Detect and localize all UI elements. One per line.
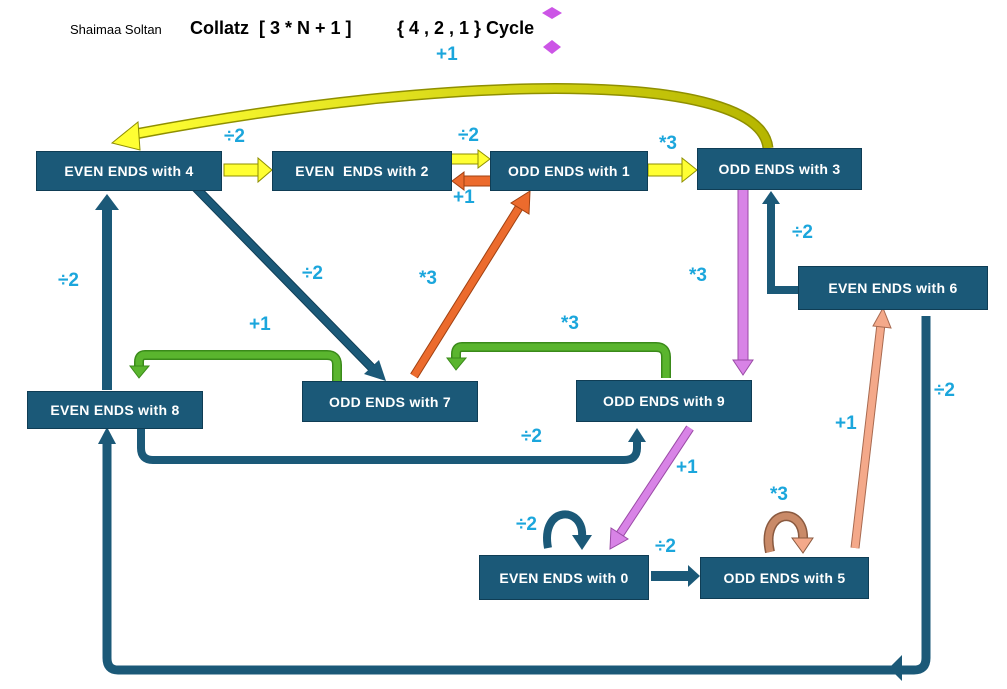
op-mul3-5-self: *3 <box>770 484 788 505</box>
node-odd-ends-with-1: ODD ENDS with 1 <box>490 151 648 191</box>
op-top-plus1: +1 <box>436 44 458 65</box>
purple-diamond-top-icon <box>542 7 562 19</box>
arrow-even6-to-even8 <box>98 316 931 681</box>
op-mul3-7-to-1: *3 <box>419 268 437 289</box>
op-div2-8-to-9: ÷2 <box>521 426 542 447</box>
node-even-ends-with-6: EVEN ENDS with 6 <box>798 266 988 310</box>
arrow-odd7-to-even8 <box>129 350 342 382</box>
op-mul3-3-to-9: *3 <box>689 265 707 286</box>
op-div2-2-to-1: ÷2 <box>458 125 479 146</box>
op-div2-0-to-5: ÷2 <box>655 536 676 557</box>
diagram-title: Collatz [ 3 * N + 1 ] <box>190 18 352 38</box>
op-div2-6-to-3: ÷2 <box>792 222 813 243</box>
node-odd-ends-with-3: ODD ENDS with 3 <box>697 148 862 190</box>
cycle-label: { 4 , 2 , 1 } Cycle <box>397 18 535 38</box>
arrow-even0-to-odd5 <box>651 565 700 587</box>
arrow-even4-to-even2 <box>223 156 273 184</box>
author-name: Shaimaa Soltan <box>70 22 162 37</box>
node-even-ends-with-0: EVEN ENDS with 0 <box>479 555 649 600</box>
arrow-odd7-to-odd1 <box>410 190 531 379</box>
arrow-odd9-to-even0 <box>609 425 694 550</box>
arrow-odd5-self-loop <box>763 511 814 554</box>
node-odd-ends-with-5: ODD ENDS with 5 <box>700 557 869 599</box>
op-plus1-5-to-6: +1 <box>835 413 857 434</box>
op-div2-0-self: ÷2 <box>516 514 537 535</box>
op-div2-6-to-8: ÷2 <box>934 380 955 401</box>
op-mul3-1-to-3: *3 <box>659 133 677 154</box>
arrow-odd5-to-even6 <box>850 306 892 549</box>
node-even-ends-with-4: EVEN ENDS with 4 <box>36 151 222 191</box>
arrow-odd9-to-odd7 <box>446 342 671 378</box>
arrow-even8-to-odd9 <box>137 428 646 464</box>
node-even-ends-with-8: EVEN ENDS with 8 <box>27 391 203 429</box>
arrow-even2-to-odd1 <box>449 149 491 169</box>
arrow-odd3-to-odd9 <box>732 188 754 376</box>
op-plus1-7-to-8: +1 <box>249 314 271 335</box>
op-plus1-1-to-2: +1 <box>453 187 475 208</box>
op-plus1-9-to-0: +1 <box>676 457 698 478</box>
arrow-even6-to-odd3 <box>762 191 798 294</box>
arrow-even8-to-even4 <box>95 194 119 390</box>
op-div2-4-to-2: ÷2 <box>224 126 245 147</box>
arrow-odd1-to-odd3 <box>647 156 698 184</box>
purple-diamond-bottom-icon <box>543 40 561 54</box>
op-div2-8-to-4: ÷2 <box>58 270 79 291</box>
node-odd-ends-with-9: ODD ENDS with 9 <box>576 380 752 422</box>
node-odd-ends-with-7: ODD ENDS with 7 <box>302 381 478 422</box>
op-mul3-9-to-7: *3 <box>561 313 579 334</box>
arrow-even0-self-loop <box>543 510 592 550</box>
op-div2-4-to-7: ÷2 <box>302 263 323 284</box>
node-even-ends-with-2: EVEN ENDS with 2 <box>272 151 452 191</box>
arrow-even4-to-odd7 <box>191 183 386 381</box>
